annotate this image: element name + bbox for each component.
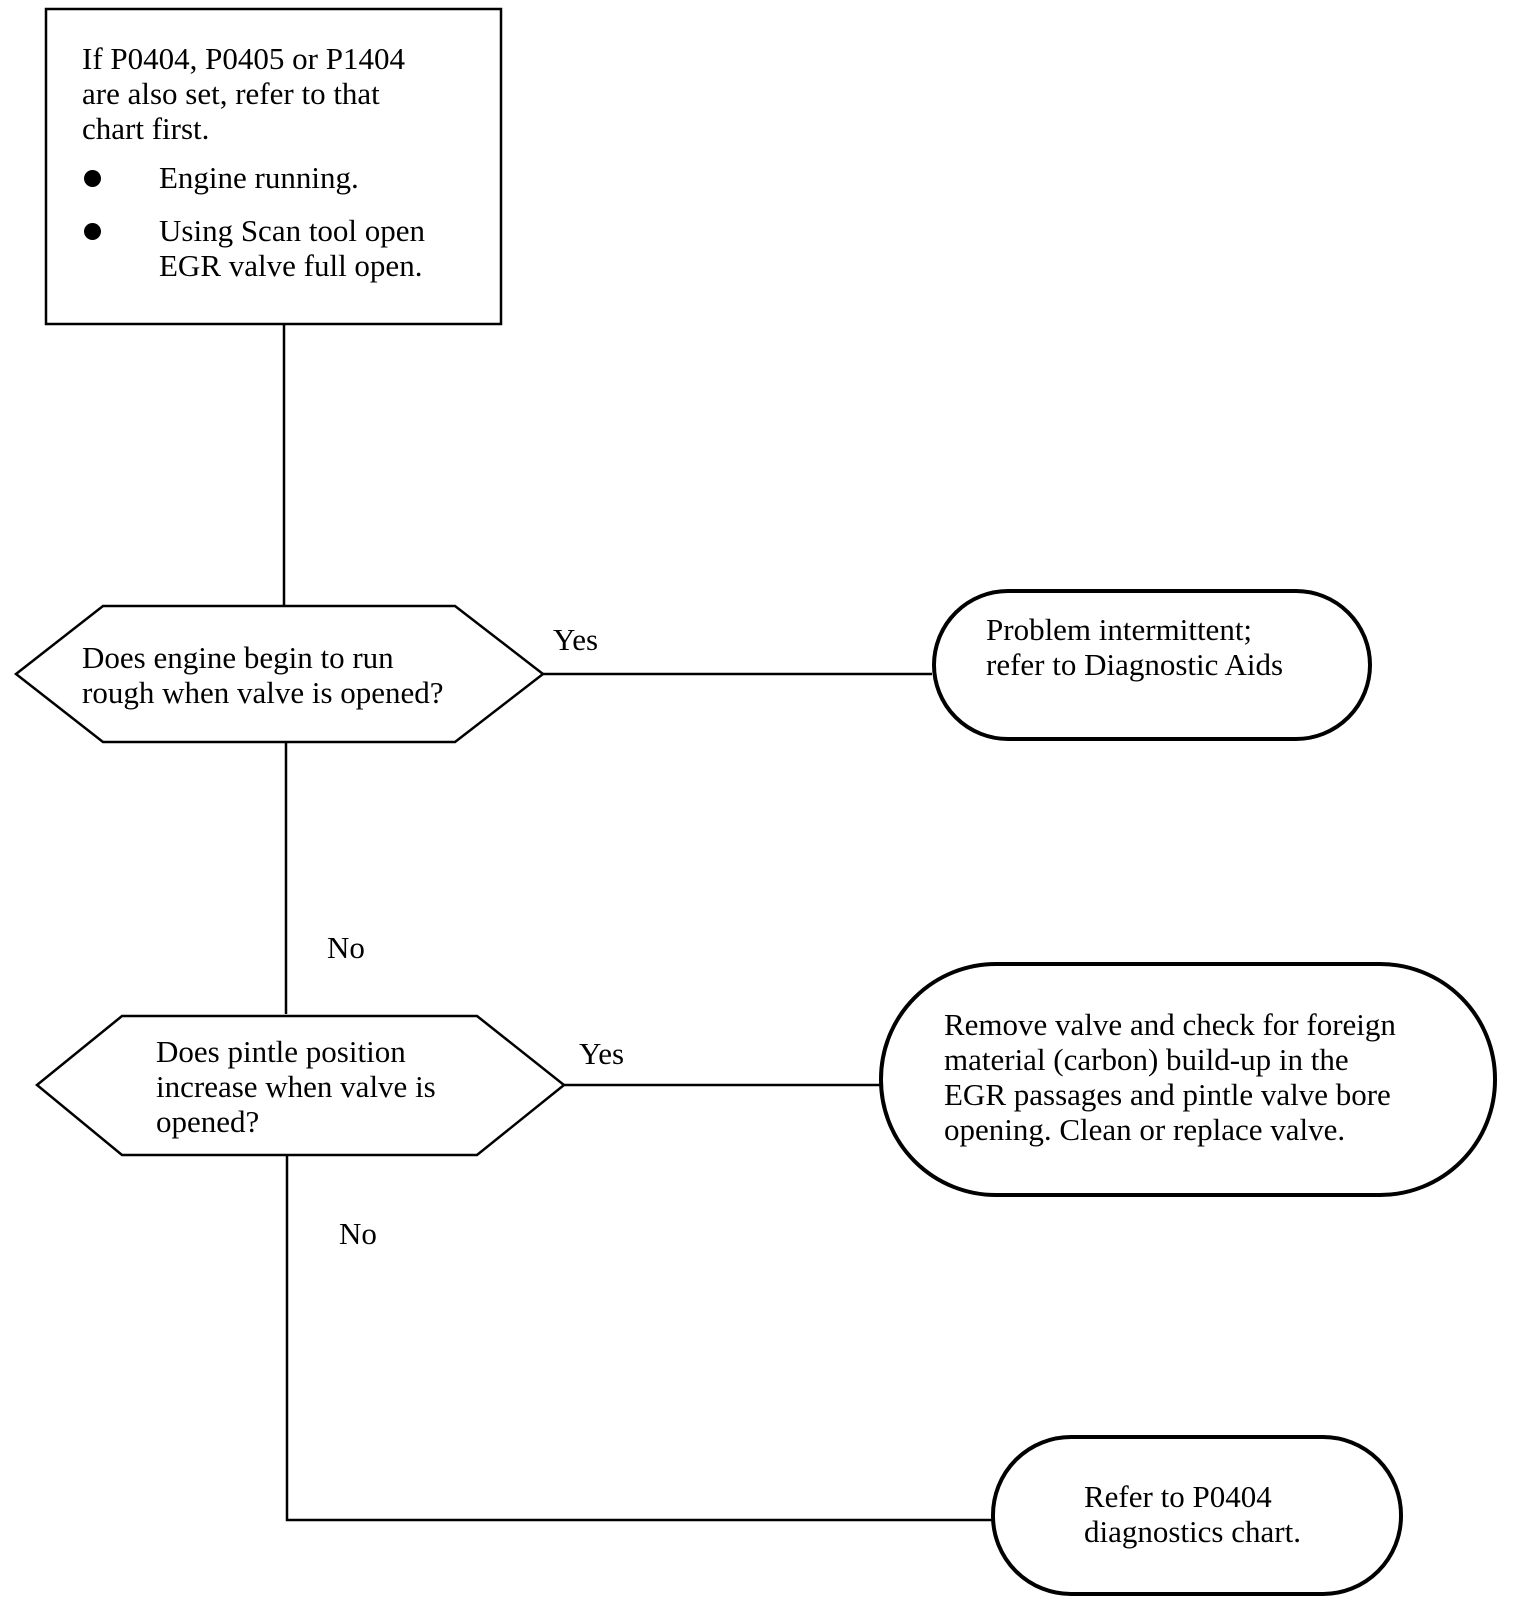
result-2-line: EGR passages and pintle valve bore (944, 1077, 1391, 1112)
decision-2-shape (35, 1014, 567, 1157)
result-3-line: Refer to P0404 (1084, 1479, 1272, 1514)
bullet-icon (84, 170, 101, 187)
decision-2-text: Does pintle position increase when valve… (156, 1034, 436, 1139)
result-2-line: Remove valve and check for foreign (944, 1007, 1396, 1042)
bullet-text: Using Scan tool open EGR valve full open… (159, 213, 425, 283)
decision-2-line: Does pintle position (156, 1034, 406, 1069)
bullet-text-line: EGR valve full open. (159, 248, 423, 283)
result-1-text: Problem intermittent; refer to Diagnosti… (986, 612, 1283, 682)
decision-1-text: Does engine begin to run rough when valv… (82, 640, 444, 710)
result-3-text: Refer to P0404 diagnostics chart. (1084, 1479, 1301, 1549)
decision-1-yes-label: Yes (553, 622, 599, 657)
bullet-text: Engine running. (159, 160, 359, 195)
decision-1-line: rough when valve is opened? (82, 675, 444, 710)
decision-1-shape (13, 604, 546, 744)
result-2-line: opening. Clean or replace valve. (944, 1112, 1346, 1147)
bullet-icon (84, 223, 101, 240)
bullet-text-line: Using Scan tool open (159, 213, 426, 248)
start-box (44, 7, 503, 326)
result-2-line: material (carbon) build-up in the (944, 1042, 1349, 1077)
result-3-shape (991, 1435, 1403, 1596)
decision-2-line: increase when valve is (156, 1069, 436, 1104)
decision-2-line: opened? (156, 1104, 260, 1139)
start-intro-line: are also set, refer to that (82, 76, 380, 111)
result-2-shape (879, 962, 1497, 1197)
result-2-text: Remove valve and check for foreign mater… (944, 1007, 1396, 1147)
start-intro-line: If P0404, P0405 or P1404 (82, 41, 405, 76)
decision-2-yes-label: Yes (579, 1036, 625, 1071)
start-box-text: If P0404, P0405 or P1404 are also set, r… (82, 41, 405, 146)
decision-2-no-label: No (339, 1216, 377, 1251)
connector-decision-2-no (285, 1155, 993, 1522)
result-1-line: Problem intermittent; (986, 612, 1253, 647)
result-1-shape (932, 589, 1372, 741)
result-3-line: diagnostics chart. (1084, 1514, 1301, 1549)
decision-1-no-label: No (327, 930, 365, 965)
start-bullet-1: Engine running. (84, 160, 484, 195)
start-intro-line: chart first. (82, 111, 210, 146)
decision-1-line: Does engine begin to run (82, 640, 394, 675)
result-1-line: refer to Diagnostic Aids (986, 647, 1284, 682)
start-bullet-2: Using Scan tool open EGR valve full open… (84, 213, 484, 283)
